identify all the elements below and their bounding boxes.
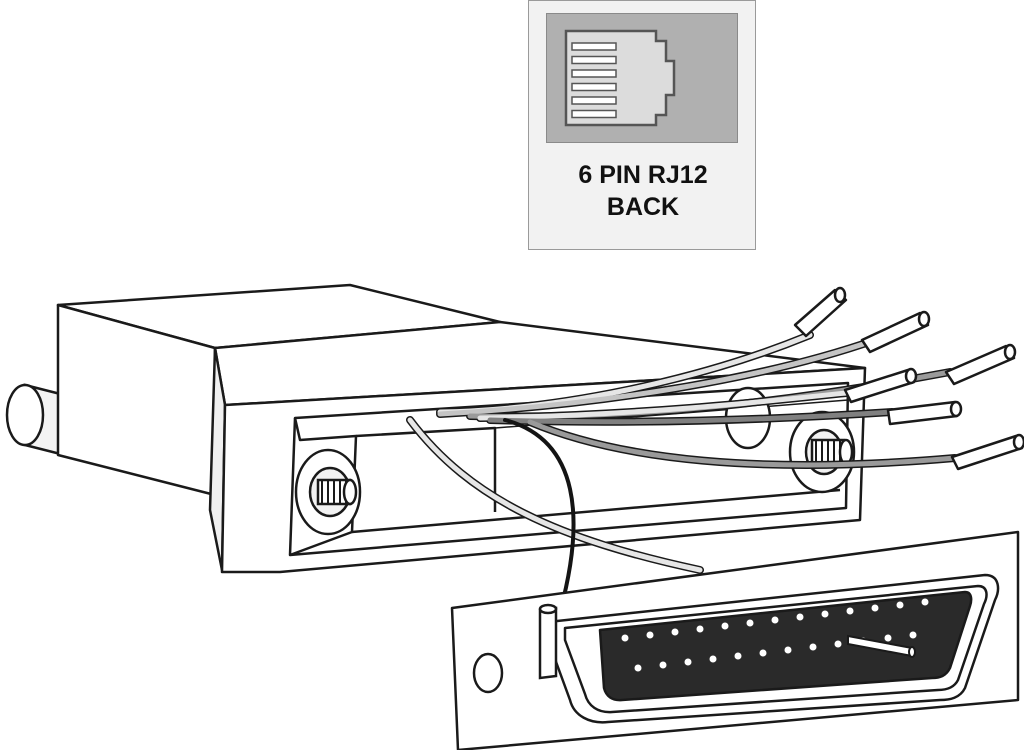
jack-pin-slot — [571, 69, 617, 78]
inserted-pin — [847, 634, 916, 658]
jack-pin-slot — [571, 82, 617, 92]
mount-hole — [472, 652, 504, 694]
jack-pin-slot — [571, 109, 617, 119]
wire-pins — [793, 286, 1024, 471]
jack-pin-slot — [571, 42, 617, 51]
rj12-legend-box: 6 PIN RJ12 BACK — [528, 0, 756, 250]
db25-connector — [450, 530, 1020, 750]
jack-pin-slot — [571, 96, 617, 105]
black-wire-pin — [538, 603, 558, 680]
legend-line-1: 6 PIN RJ12 — [578, 161, 708, 189]
legend-line-2: BACK — [606, 193, 680, 221]
jack-pin-slot — [571, 55, 617, 65]
wire-bundle — [406, 331, 959, 574]
rj12-jack-icon — [546, 13, 738, 143]
black-wire — [503, 418, 576, 614]
left-jackscrew — [294, 448, 362, 536]
adapter-housing — [56, 283, 867, 574]
